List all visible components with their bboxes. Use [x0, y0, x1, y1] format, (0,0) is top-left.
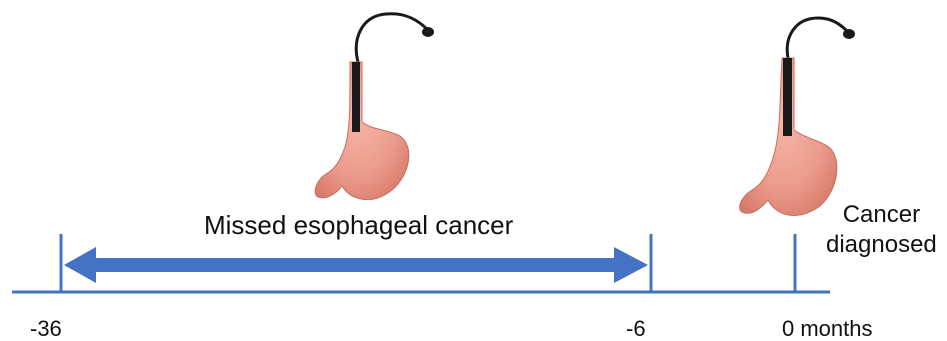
endoscope-tip — [843, 29, 855, 39]
endoscope-cable — [356, 14, 428, 62]
tick-label-minus-36: -36 — [30, 318, 62, 340]
cancer-label-line2: diagnosed — [826, 230, 937, 260]
endoscope-tip — [422, 27, 434, 37]
endoscope-cable — [787, 18, 848, 58]
cancer-diagnosed-label: Cancer diagnosed — [826, 200, 937, 260]
tick-label-zero-months: 0 months — [782, 318, 873, 340]
tick-label-minus-6: -6 — [626, 318, 646, 340]
endoscope-stomach-icon-2 — [740, 18, 855, 215]
missed-period-label: Missed esophageal cancer — [204, 212, 513, 238]
stomach-shape — [315, 62, 409, 200]
missed-period-double-arrow — [64, 247, 648, 283]
endoscope-stomach-icon-1 — [315, 14, 434, 200]
endoscope-tube — [783, 58, 792, 136]
arrow-head-left — [64, 247, 96, 283]
cancer-label-line1: Cancer — [826, 200, 937, 230]
arrow-head-right — [614, 247, 648, 283]
arrow-shaft — [94, 258, 616, 272]
